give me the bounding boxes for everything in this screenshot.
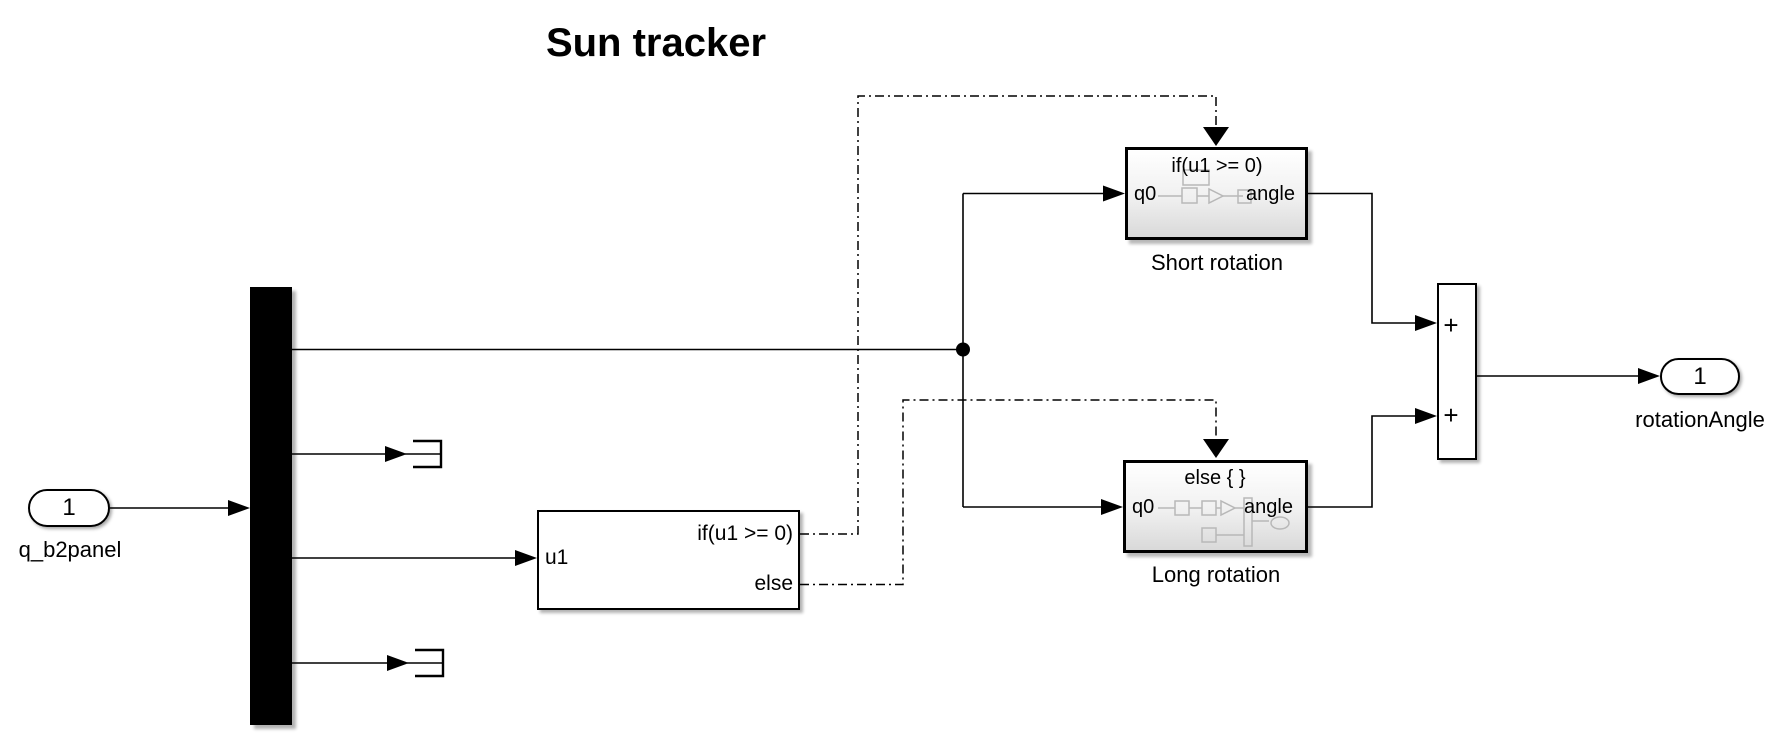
inport-block[interactable]: 1	[28, 489, 110, 527]
sum-block[interactable]	[1437, 283, 1477, 460]
outport-block[interactable]: 1	[1660, 358, 1740, 395]
short-rotation-subsystem[interactable]	[1125, 147, 1308, 240]
demux-block[interactable]	[250, 287, 292, 725]
if-block[interactable]	[537, 510, 800, 610]
long-rotation-subsystem[interactable]	[1123, 460, 1308, 553]
